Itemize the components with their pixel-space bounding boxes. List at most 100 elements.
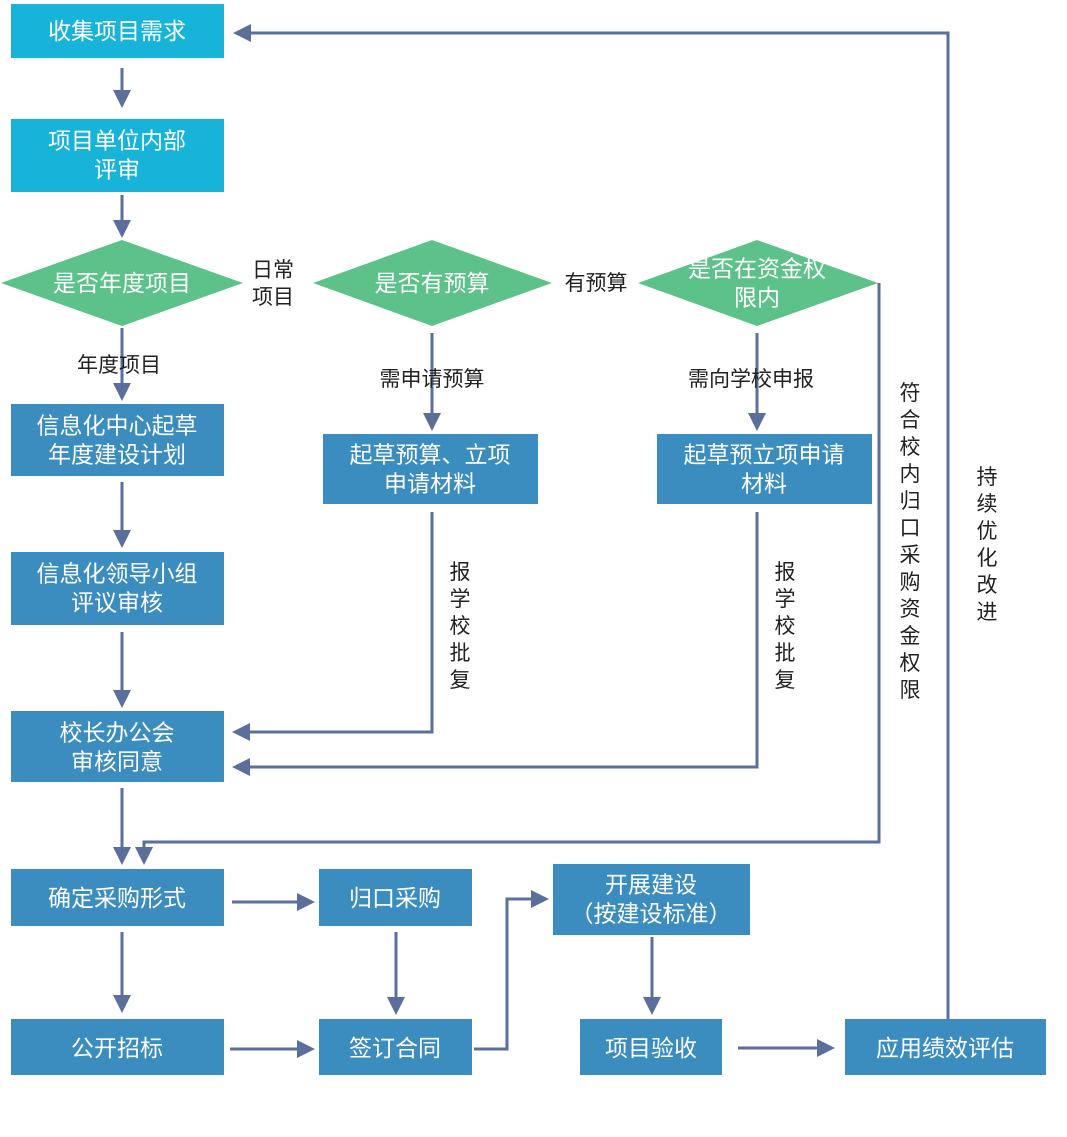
decision-budget[interactable]: 是否有预算 bbox=[313, 240, 552, 326]
node-draft-plan[interactable]: 信息化中心起草年度建设计划 bbox=[11, 404, 224, 476]
edge-label-glyph: 日常 bbox=[252, 258, 294, 282]
node-leader-review[interactable]: 信息化领导小组评议审核 bbox=[11, 552, 224, 625]
node-text-line: 年度建设计划 bbox=[48, 443, 186, 469]
edge-label-glyph: 优 bbox=[977, 519, 998, 543]
node-text-line: 材料 bbox=[741, 472, 787, 498]
label-improve: 持续优化改进 bbox=[977, 465, 998, 624]
node-procurement-form[interactable]: 确定采购形式 bbox=[11, 869, 224, 926]
node-text-line: 签订合同 bbox=[349, 1036, 441, 1062]
node-draft-plan-text: 信息化中心起草年度建设计划 bbox=[37, 414, 198, 469]
edge-label-glyph: 采 bbox=[900, 543, 921, 567]
edge-label-glyph: 复 bbox=[450, 668, 471, 692]
node-draft-budget-text: 起草预算、立项申请材料 bbox=[350, 443, 511, 498]
node-text-line: 项目验收 bbox=[605, 1036, 697, 1062]
node-collect[interactable]: 收集项目需求 bbox=[11, 4, 224, 58]
node-centralized[interactable]: 归口采购 bbox=[319, 869, 472, 926]
edge-label-glyph: 校 bbox=[775, 614, 796, 638]
edge-label-glyph: 学 bbox=[775, 587, 796, 611]
node-internal-review-text: 项目单位内部评审 bbox=[48, 129, 186, 184]
node-draft-budget[interactable]: 起草预算、立项申请材料 bbox=[323, 434, 538, 504]
edge-evaluate-to-collect bbox=[233, 24, 950, 1019]
decision-annual-text: 是否年度项目 bbox=[53, 271, 191, 297]
edge-label-glyph: 归 bbox=[900, 489, 921, 513]
node-text-line: 是否年度项目 bbox=[53, 271, 191, 297]
edge-labels: 日常项目 年度项目 有预算 需申请预算 需向学校申报 报学校批复 报学校批复 符… bbox=[77, 258, 998, 702]
node-text-line: 审核同意 bbox=[71, 750, 163, 776]
edge-label-glyph: 校 bbox=[900, 435, 921, 459]
decision-authority[interactable]: 是否在资金权限内 bbox=[638, 240, 878, 326]
nodes: 收集项目需求 项目单位内部评审 是否年度项目 是否有预算 是否在资金权限内 信息… bbox=[1, 4, 1046, 1075]
node-president-approve-text: 校长办公会审核同意 bbox=[60, 721, 175, 776]
label-report-school: 需向学校申报 bbox=[688, 367, 814, 391]
edge-label-glyph: 批 bbox=[450, 641, 471, 665]
label-approve-1: 报学校批复 bbox=[450, 560, 471, 692]
node-text-line: 应用绩效评估 bbox=[876, 1036, 1014, 1062]
node-leader-review-text: 信息化领导小组评议审核 bbox=[37, 562, 198, 617]
edges bbox=[113, 24, 950, 1058]
edge-label-glyph: 化 bbox=[977, 546, 998, 570]
edge-label-glyph: 校 bbox=[450, 614, 471, 638]
node-text-line: 归口采购 bbox=[349, 886, 441, 912]
node-internal-review[interactable]: 项目单位内部评审 bbox=[11, 119, 224, 192]
edge-label-glyph: 进 bbox=[977, 600, 998, 624]
node-procurement-form-text: 确定采购形式 bbox=[48, 886, 186, 912]
edge-label-glyph: 复 bbox=[775, 668, 796, 692]
node-text-line: （按建设标准） bbox=[571, 902, 732, 928]
label-annual: 年度项目 bbox=[77, 353, 161, 377]
edge-label-glyph: 项目 bbox=[252, 285, 294, 309]
node-text-line: 是否有预算 bbox=[375, 271, 490, 297]
edge-preproject-to-president bbox=[232, 512, 759, 776]
label-daily: 日常项目 bbox=[252, 258, 294, 309]
edge-label-glyph: 持 bbox=[977, 465, 998, 489]
node-evaluate[interactable]: 应用绩效评估 bbox=[845, 1019, 1046, 1075]
decision-authority-text: 是否在资金权限内 bbox=[688, 257, 826, 312]
edge-label-glyph: 资 bbox=[900, 597, 921, 621]
node-evaluate-text: 应用绩效评估 bbox=[876, 1036, 1014, 1062]
decision-annual[interactable]: 是否年度项目 bbox=[1, 240, 243, 326]
node-text-line: 项目单位内部 bbox=[48, 129, 186, 155]
node-text-line: 信息化中心起草 bbox=[37, 414, 198, 440]
node-build[interactable]: 开展建设 （按建设标准） bbox=[553, 864, 750, 935]
node-contract-text: 签订合同 bbox=[349, 1036, 441, 1062]
decision-budget-text: 是否有预算 bbox=[375, 271, 490, 297]
edge-label-glyph: 需申请预算 bbox=[380, 367, 485, 391]
node-text-line: 信息化领导小组 bbox=[37, 562, 198, 588]
node-president-approve[interactable]: 校长办公会审核同意 bbox=[11, 711, 224, 782]
label-within-authority: 符合校内归口采购资金权限 bbox=[900, 381, 921, 702]
node-draft-preproject[interactable]: 起草预立项申请材料 bbox=[657, 434, 872, 504]
node-text-line: 起草预立项申请 bbox=[684, 443, 845, 469]
node-text-line: 开展建设 bbox=[605, 873, 697, 899]
node-acceptance[interactable]: 项目验收 bbox=[580, 1019, 722, 1075]
node-tender-text: 公开招标 bbox=[71, 1036, 163, 1062]
edge-label-glyph: 改 bbox=[977, 573, 998, 597]
edge-label-glyph: 有预算 bbox=[565, 271, 628, 295]
node-text-line: 起草预算、立项 bbox=[350, 443, 511, 469]
label-approve-2: 报学校批复 bbox=[775, 560, 796, 692]
node-draft-preproject-text: 起草预立项申请材料 bbox=[684, 443, 845, 498]
node-text-line: 申请材料 bbox=[384, 472, 476, 498]
edge-label-glyph: 权 bbox=[900, 651, 921, 675]
edge-label-glyph: 报 bbox=[450, 560, 471, 584]
edge-label-glyph: 学 bbox=[450, 587, 471, 611]
label-need-budget: 需申请预算 bbox=[380, 367, 485, 391]
node-text-line: 评议审核 bbox=[71, 591, 163, 617]
edge-label-glyph: 购 bbox=[900, 570, 921, 594]
node-text-line: 限内 bbox=[734, 286, 780, 312]
node-text-line: 公开招标 bbox=[71, 1036, 163, 1062]
node-collect-text: 收集项目需求 bbox=[48, 19, 186, 45]
node-tender[interactable]: 公开招标 bbox=[11, 1019, 224, 1075]
edge-authority-to-form bbox=[135, 283, 881, 865]
node-contract[interactable]: 签订合同 bbox=[319, 1019, 472, 1075]
edge-label-glyph: 需向学校申报 bbox=[688, 367, 814, 391]
edge-label-glyph: 限 bbox=[900, 678, 921, 702]
edge-label-glyph: 口 bbox=[900, 516, 921, 540]
edge-label-glyph: 年度项目 bbox=[77, 353, 161, 377]
edge-label-glyph: 续 bbox=[977, 492, 998, 516]
node-centralized-text: 归口采购 bbox=[349, 886, 441, 912]
node-text-line: 收集项目需求 bbox=[48, 19, 186, 45]
node-text-line: 校长办公会 bbox=[60, 721, 175, 747]
node-text-line: 是否在资金权 bbox=[688, 257, 826, 283]
node-text-line: 评审 bbox=[94, 158, 140, 184]
node-acceptance-text: 项目验收 bbox=[605, 1036, 697, 1062]
